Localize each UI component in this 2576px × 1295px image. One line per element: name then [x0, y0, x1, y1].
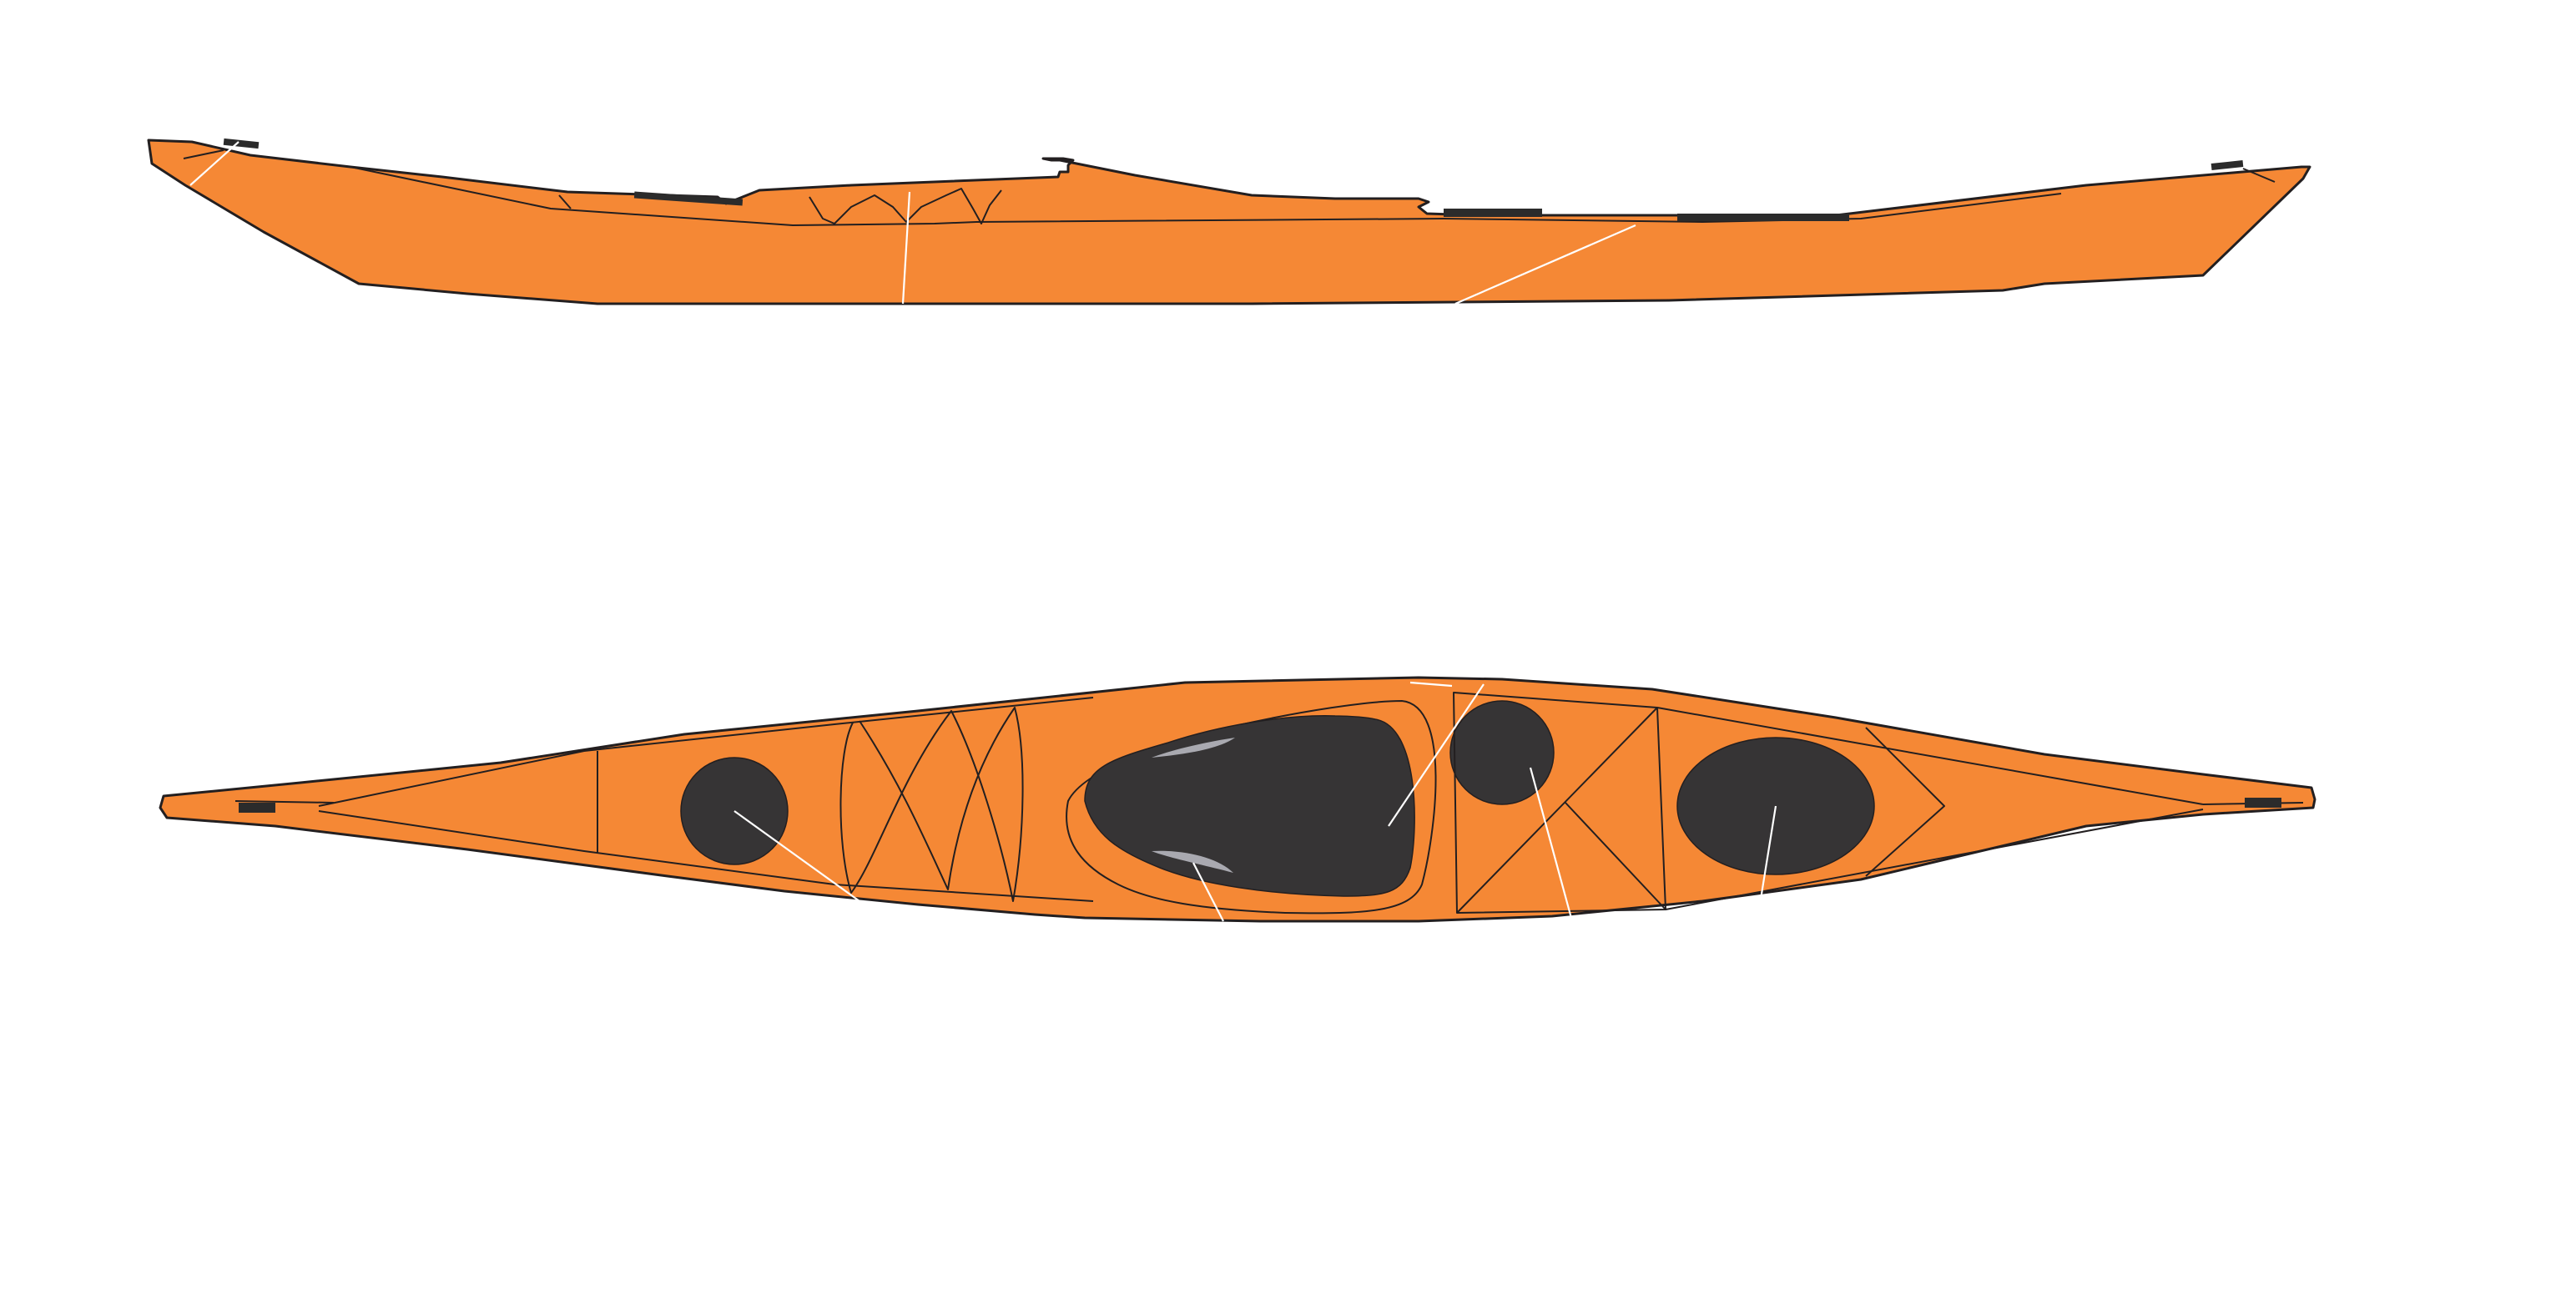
top-leader-cockpit-stern [1409, 681, 1453, 688]
side-stern-toggle [223, 138, 260, 149]
front-day-hatch[interactable] [1449, 700, 1555, 805]
side-bow-toggle [2211, 160, 2244, 170]
side-hull [147, 139, 2311, 305]
cockpit-thigh-brace-upper [1152, 738, 1235, 758]
top-leader-cockpit-upper [1388, 683, 1485, 827]
top-front-deck-cross [1456, 707, 1666, 914]
top-deck-line-lower [318, 810, 1094, 902]
top-leader-front-hatch [1757, 805, 1777, 910]
top-stern-toggle [239, 803, 275, 813]
side-leader-cockpit [901, 191, 911, 305]
top-bungee-cross [839, 707, 1024, 902]
side-leader-stern [189, 141, 239, 186]
kayak-top-view [159, 676, 2316, 923]
side-leader-bow [1454, 224, 1636, 305]
top-front-deck-line-lower [1665, 809, 2204, 910]
top-front-deck-line-upper [1656, 707, 2204, 805]
top-leader-front-day-hatch [1529, 767, 1574, 922]
top-deck-line-upper [318, 697, 1094, 807]
side-bungee-line [809, 188, 1002, 224]
top-leader-rear-hatch [733, 810, 860, 902]
side-front-deck-fitting-2 [1677, 214, 1849, 221]
side-stern-tip-line [183, 149, 224, 159]
side-rear-deck-fitting [633, 191, 744, 206]
side-bow-tip-line [2242, 168, 2276, 183]
cockpit-thigh-brace-lower [1152, 850, 1233, 873]
top-bow-toggle [2245, 798, 2281, 808]
top-stern-end-line [234, 800, 335, 804]
top-leader-cockpit-lower [1192, 862, 1224, 922]
kayak-side-view [147, 138, 2311, 305]
side-fitting-line [558, 194, 572, 209]
side-front-deck-fitting-1 [1444, 209, 1542, 217]
top-bow-chevron [1865, 727, 1945, 877]
